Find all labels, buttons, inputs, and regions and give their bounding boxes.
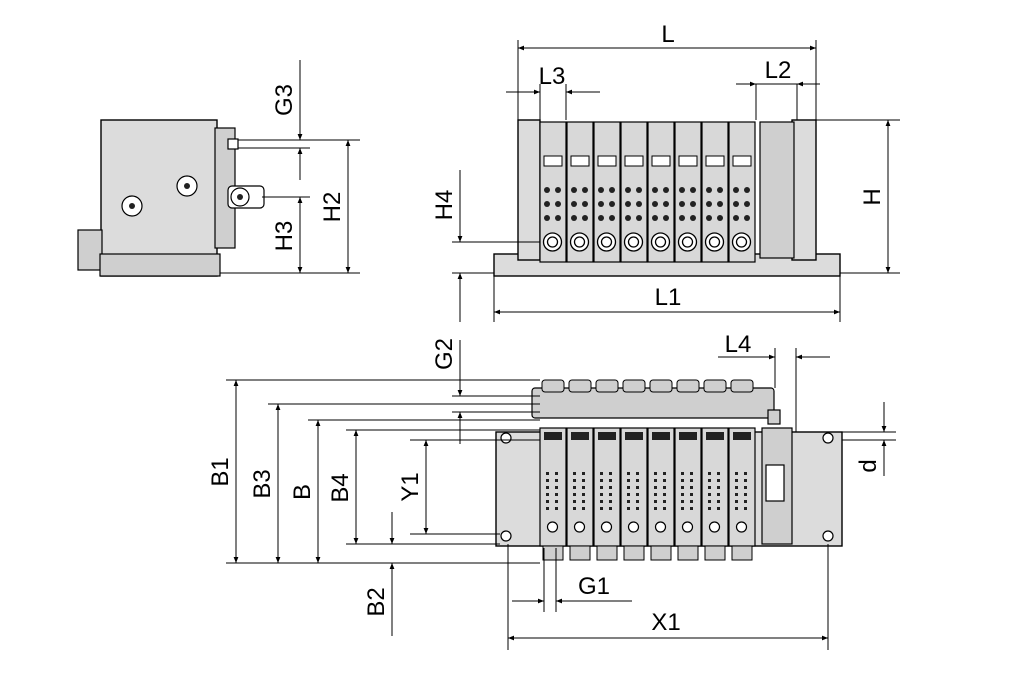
- label-b2: B2: [363, 587, 390, 616]
- label-h: H: [859, 188, 886, 205]
- front-valve-module: [620, 121, 648, 263]
- front-valve-module: [566, 121, 594, 263]
- top-valve-module: [701, 379, 729, 561]
- front-valve-module: [593, 121, 621, 263]
- top-valve-module: [728, 379, 756, 561]
- front-valve-module: [539, 121, 567, 263]
- label-b3: B3: [249, 469, 276, 498]
- label-d: d: [855, 459, 882, 472]
- label-g1: G1: [578, 573, 610, 600]
- front-valve-module: [728, 121, 756, 263]
- top-view: G2 L4 d B1 B3 B B4 Y1 B2 G1 X1: [207, 331, 896, 650]
- top-valve-stack: [539, 379, 756, 561]
- top-valve-module: [566, 379, 594, 561]
- label-h2: H2: [319, 192, 346, 223]
- front-view: L L3 L2 H H4 L1: [431, 21, 900, 322]
- label-l2: L2: [765, 57, 792, 84]
- side-view: G3 H3 H2: [77, 60, 360, 277]
- side-view-body: [100, 119, 218, 277]
- side-view-base: [99, 253, 221, 277]
- label-l4: L4: [725, 331, 752, 358]
- front-valve-module: [647, 121, 675, 263]
- label-l3: L3: [539, 63, 566, 90]
- label-b1: B1: [207, 457, 234, 486]
- side-view-connector: [77, 229, 103, 271]
- mount-hole-icon: [822, 530, 834, 542]
- front-valve-stack: [539, 121, 756, 263]
- mount-hole-icon: [500, 432, 512, 444]
- mount-hole-icon: [500, 530, 512, 542]
- label-y1: Y1: [397, 472, 424, 501]
- top-valve-module: [620, 379, 648, 561]
- label-g3: G3: [271, 84, 298, 116]
- label-h3: H3: [271, 221, 298, 252]
- top-valve-module: [674, 379, 702, 561]
- front-valve-module: [674, 121, 702, 263]
- label-l1: L1: [655, 284, 682, 311]
- label-l: L: [661, 21, 674, 48]
- label-b: B: [289, 484, 316, 500]
- mount-hole-icon: [822, 432, 834, 444]
- top-valve-module: [539, 379, 567, 561]
- label-b4: B4: [327, 473, 354, 502]
- label-g2: G2: [431, 338, 458, 370]
- top-valve-module: [647, 379, 675, 561]
- front-valve-module: [701, 121, 729, 263]
- top-valve-module: [593, 379, 621, 561]
- label-h4: H4: [431, 190, 458, 221]
- label-x1: X1: [651, 609, 680, 636]
